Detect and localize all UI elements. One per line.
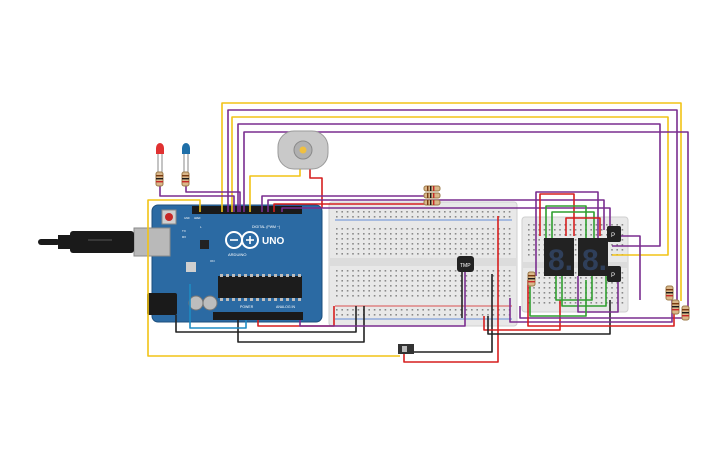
wire-red-seg-bundle-1: [539, 193, 575, 236]
temperature-sensor[interactable]: TMP: [457, 256, 474, 272]
wire-red-seg: [273, 203, 430, 212]
resistors: [155, 171, 690, 321]
wire-purple-resistor: [616, 235, 641, 300]
main-breadboard[interactable]: [328, 201, 518, 327]
wire-yellow-motor: [249, 168, 301, 212]
atmega-chip: [218, 276, 302, 298]
wire-purple-seg-bundle: [535, 191, 599, 276]
wire-purple-sensor: [299, 272, 466, 327]
rx-label: RX: [182, 235, 186, 239]
analog-label: ANALOG IN: [276, 305, 296, 309]
board-brand: ARDUINO: [228, 252, 246, 257]
pir-label-bottom: P: [611, 273, 615, 279]
sensor-label: TMP: [460, 263, 471, 269]
l-label: L: [200, 225, 202, 229]
wire-green-seg-4: [561, 276, 607, 307]
digital-label: DIGITAL (PWM ~): [252, 225, 280, 229]
arduino-uno-board[interactable]: UNO ARDUINO DIGITAL (PWM ~) POWER ANALOG…: [133, 204, 323, 323]
wire-purple-top-2: [237, 123, 661, 247]
wire-black-gnd: [237, 306, 365, 343]
resistor[interactable]: [423, 185, 441, 192]
wire-purple-seg-1: [261, 195, 430, 212]
wire-purple-top-1: [227, 109, 678, 302]
wire-green-seg-1: [545, 205, 587, 238]
sensor-module-bottom[interactable]: P: [607, 266, 621, 282]
wire-yellow-top: [221, 102, 682, 301]
wire-red-motor: [309, 168, 323, 208]
power-label: POWER: [240, 305, 254, 309]
gnd-label: GND: [184, 217, 190, 220]
wire-black-bottom: [175, 306, 357, 333]
wire-blue-sensor: [189, 284, 247, 329]
wire-purple-led-red: [159, 186, 235, 212]
aref-label: AREF: [194, 217, 201, 220]
usb-port: [133, 227, 171, 257]
tx-label: TX: [182, 229, 186, 233]
reset-button[interactable]: [165, 213, 173, 221]
wire-red-right-2: [527, 280, 675, 327]
dc-motor[interactable]: [277, 130, 329, 170]
seven-segment-display-left[interactable]: 8.: [544, 238, 574, 277]
power-jack: [147, 293, 177, 315]
wire-black-switch: [412, 274, 493, 353]
seven-segment-display-right[interactable]: 8.: [578, 238, 608, 277]
resistor[interactable]: [423, 199, 441, 206]
slide-switch[interactable]: [398, 344, 414, 354]
wire-purple-top-3: [243, 131, 689, 310]
wire-yellow-top-2: [231, 116, 669, 256]
wire-black-right: [487, 300, 611, 335]
wire-green-seg-5: [529, 276, 587, 317]
wire-purple-seg-3: [281, 207, 611, 240]
wire-yellow-left: [147, 199, 400, 357]
wire-red-5v: [257, 306, 335, 327]
usb-cable: [38, 231, 134, 253]
red-led[interactable]: [156, 143, 164, 174]
wire-green-seg-3: [555, 276, 593, 301]
board-model: UNO: [262, 236, 284, 247]
seg-digit-right: 8.: [582, 244, 607, 277]
wire-purple-seg-bundle-2: [577, 276, 619, 313]
wire-purple-led-blue: [185, 186, 241, 212]
pir-label-top: P: [611, 233, 615, 239]
digital-header: [192, 206, 302, 214]
on-label: ON: [210, 259, 215, 263]
wire-red-seg-bundle-2: [565, 217, 601, 236]
blue-led[interactable]: [182, 143, 190, 174]
sensor-module-top[interactable]: P: [607, 226, 621, 242]
seg-digit-left: 8.: [548, 244, 573, 277]
wire-red-right: [483, 300, 561, 331]
arduino-logo: [225, 231, 259, 249]
power-analog-header: [213, 312, 303, 320]
resistor[interactable]: [423, 192, 441, 199]
breadboard-holes: [336, 211, 511, 316]
